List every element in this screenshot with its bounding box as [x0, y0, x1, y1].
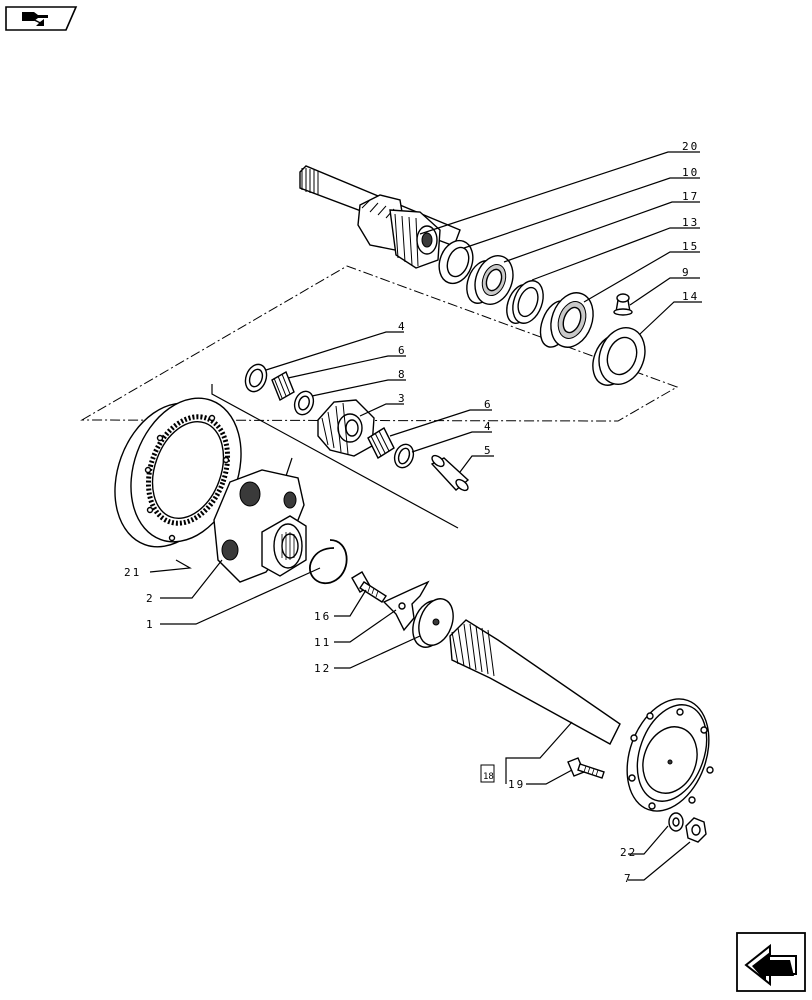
spacer-8 [293, 390, 315, 416]
callout-14[interactable]: 14 [682, 290, 699, 303]
callout-7[interactable]: 7 [624, 872, 633, 885]
callout-22[interactable]: 22 [620, 846, 637, 859]
callout-5[interactable]: 5 [484, 444, 493, 457]
callout-12[interactable]: 12 [314, 662, 331, 675]
callout-17[interactable]: 17 [682, 190, 699, 203]
callout-4-upper[interactable]: 4 [398, 320, 407, 333]
stud-bolt-19 [567, 757, 605, 779]
snap-ring-1 [309, 539, 348, 585]
callout-16[interactable]: 16 [314, 610, 331, 623]
washer-22 [668, 812, 684, 832]
guide-line [211, 384, 459, 529]
ring-gear-21 [114, 397, 242, 548]
callout-13[interactable]: 13 [682, 216, 699, 229]
callout-18[interactable]: 18 [483, 772, 494, 782]
callout-15[interactable]: 15 [682, 240, 699, 253]
ring-10 [438, 239, 474, 285]
input-shaft-gear [299, 165, 461, 269]
callout-6-lower[interactable]: 6 [484, 398, 493, 411]
callout-3[interactable]: 3 [398, 392, 407, 405]
leader-lines [149, 151, 702, 881]
seal-ring-13 [506, 280, 544, 324]
lock-plate-11 [382, 580, 430, 632]
washer-4-lower [393, 443, 415, 469]
nut-7 [685, 817, 707, 843]
needle-bearing-6-upper [271, 370, 295, 402]
planet-carrier-2 [213, 469, 307, 583]
bearing-15 [539, 292, 594, 348]
output-shaft-18 [449, 619, 714, 812]
callout-19[interactable]: 19 [508, 778, 525, 791]
callout-11[interactable]: 11 [314, 636, 331, 649]
callout-10[interactable]: 10 [682, 166, 699, 179]
cover-ring-14 [592, 327, 646, 386]
grease-fitting-9 [613, 293, 633, 316]
callout-4-lower[interactable]: 4 [484, 420, 493, 433]
next-page-arrow-icon[interactable] [736, 932, 806, 992]
book-arrow-icon[interactable] [5, 6, 78, 31]
callout-20[interactable]: 20 [682, 140, 699, 153]
bolt-16 [351, 571, 387, 603]
bearing-17 [466, 255, 514, 305]
callout-8[interactable]: 8 [398, 368, 407, 381]
callout-6-upper[interactable]: 6 [398, 344, 407, 357]
callout-2[interactable]: 2 [146, 592, 155, 605]
callout-1[interactable]: 1 [146, 618, 155, 631]
washer-4-upper [244, 363, 268, 393]
washer-12 [412, 598, 454, 648]
pin-5 [430, 454, 470, 492]
callout-9[interactable]: 9 [682, 266, 691, 279]
reference-box [480, 764, 495, 783]
planet-gear-3 [317, 399, 375, 457]
assembly-boundary [80, 265, 679, 422]
callout-21[interactable]: 21 [124, 566, 141, 579]
needle-bearing-6-lower [367, 426, 395, 460]
